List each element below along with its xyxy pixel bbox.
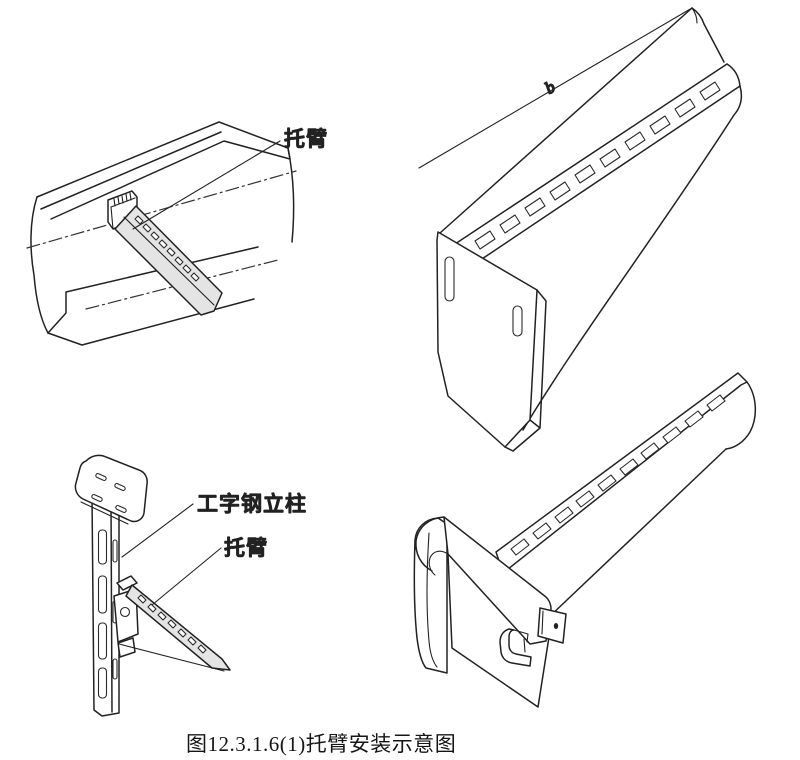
tab-bolt-hole [553, 623, 559, 629]
figure-column-with-bracket: 工字钢立柱 托臂 [74, 454, 307, 717]
cap-slot [91, 493, 103, 503]
column-slot [97, 529, 108, 565]
bracket-arm-fold [123, 216, 215, 306]
column-slot [97, 575, 108, 614]
bracket-web-bottom-edge [547, 448, 727, 619]
plate-slot-lower [512, 305, 523, 337]
bracket-arm-slots [510, 394, 726, 556]
bracket-arm-slots [137, 594, 207, 654]
column-side-slot [112, 658, 118, 680]
label-column: 工字钢立柱 [197, 492, 307, 516]
column-body-edges [91, 495, 120, 717]
plate-slot-upper [444, 256, 455, 302]
bracket-chord-slots [474, 81, 721, 250]
figure-hook-bracket [413, 372, 756, 708]
bottom-clamp [499, 628, 532, 667]
beam-right-edge [287, 147, 295, 243]
beam-left-edge [30, 196, 49, 334]
cap-slot [115, 504, 127, 514]
figure-beam-with-bracket: 托臂 [26, 121, 328, 346]
label-column-bracket: 托臂 [224, 536, 268, 560]
bracket-chord-top-edge [451, 63, 728, 247]
figure-caption: 图12.3.1.6(1)托臂安装示意图 [186, 732, 456, 756]
bracket-brace-line [118, 643, 225, 672]
mounting-plate [436, 231, 538, 448]
cap-slot [95, 472, 107, 482]
cap-slot [114, 482, 126, 492]
column-slot [97, 667, 108, 699]
label-beam-bracket: 托臂 [284, 127, 328, 151]
figure-large-bracket: b [418, 7, 743, 452]
column-side-slot [112, 539, 118, 563]
bracket-apex-edge [691, 7, 725, 63]
column-slot [97, 622, 108, 660]
dimension-line [418, 7, 693, 169]
bottom-clamp-detail [513, 629, 529, 653]
beam-bottom-edge [47, 298, 255, 346]
bracket-web-bottom-edge [522, 85, 743, 431]
clamp-tab [537, 607, 567, 644]
bracket-chord-end-cap [726, 63, 741, 87]
leader-line-beam-bracket [132, 140, 281, 230]
leader-line-column [121, 503, 194, 558]
hook-curl-inner [428, 550, 449, 576]
hook-band [443, 516, 552, 645]
mounting-plate-thickness [504, 289, 547, 452]
beam-flange-lines [36, 121, 291, 220]
hook-curl-outer [415, 516, 445, 572]
bracket-arm-slots [134, 215, 200, 282]
bracket-collar-hatch [113, 192, 132, 207]
column-cap-plate [74, 454, 148, 523]
bracket-through-beam [107, 190, 223, 316]
beam-centerline-upper [26, 170, 297, 249]
leader-line-column-bracket [151, 547, 222, 606]
bracket-web-top-edge [439, 7, 693, 234]
bracket-bottom-clamp [117, 637, 136, 658]
clamp-tab-inner [541, 610, 544, 635]
bracket-top-clamp [116, 575, 138, 591]
bracket-chord-bottom-edge [466, 85, 741, 270]
bolt-hole [119, 606, 131, 618]
column-cap-thickness [80, 501, 129, 525]
mount-back-slab-inner [426, 532, 438, 668]
mount-back-slab [413, 517, 448, 674]
column-bracket [113, 575, 231, 672]
dimension-tick [691, 7, 698, 24]
bracket-web-right-edge [725, 381, 756, 450]
